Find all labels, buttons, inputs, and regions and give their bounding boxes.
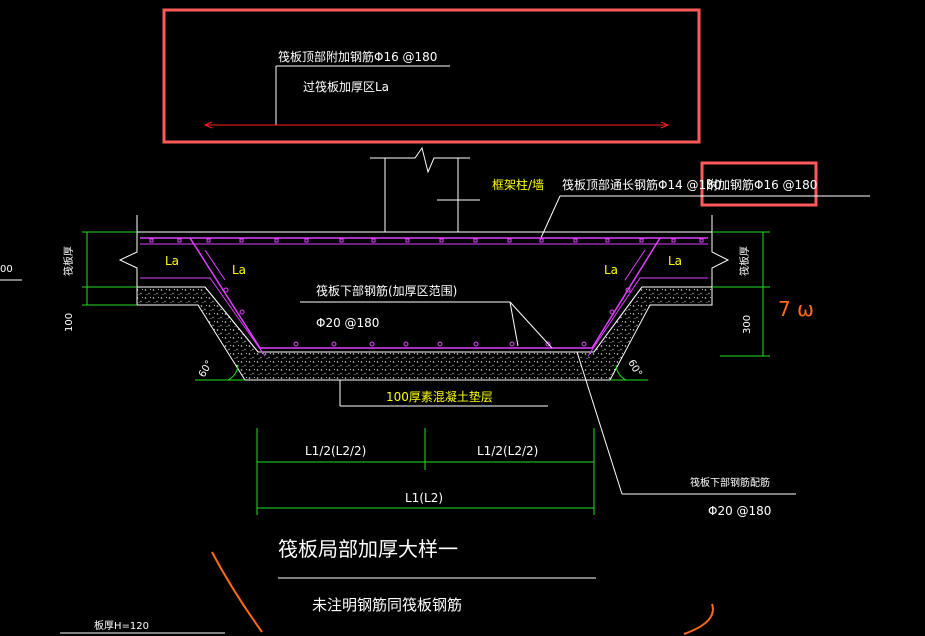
leader-line bbox=[539, 195, 561, 241]
la-label: La bbox=[604, 263, 618, 277]
bottom-rebar-spec-label: Φ20 @180 bbox=[316, 316, 379, 330]
leader-line bbox=[509, 301, 553, 349]
top-through-rebar-label: 筏板顶部通长钢筋Φ14 @180 bbox=[562, 177, 721, 192]
leader-line bbox=[509, 301, 519, 347]
dim-300-label: 300 bbox=[742, 315, 753, 334]
additional-rebar-label: 附加钢筋Φ16 @180 bbox=[706, 177, 817, 192]
raft-thickness-left-label: 筏板厚 bbox=[62, 246, 75, 276]
bottom-rebar-slab-right bbox=[587, 277, 708, 357]
angle-arc-right bbox=[615, 364, 627, 381]
angle-left-label: 60° bbox=[197, 359, 215, 380]
break-left bbox=[118, 232, 138, 287]
break-right bbox=[711, 232, 730, 287]
arrow-right bbox=[660, 121, 670, 129]
dim-100-label: 100 bbox=[64, 313, 75, 332]
angle-arc-left bbox=[227, 364, 239, 381]
dim-left-edge-label: 00 bbox=[0, 264, 13, 275]
rebar-dots-bottom bbox=[223, 287, 631, 347]
cushion-label: 100厚素混凝土垫层 bbox=[386, 389, 493, 404]
highlight-box-additional bbox=[700, 161, 818, 207]
freehand-stroke bbox=[683, 603, 714, 635]
detail-title: 筏板局部加厚大样一 bbox=[278, 537, 458, 561]
detail-note: 未注明钢筋同筏板钢筋 bbox=[312, 596, 462, 614]
break-symbol bbox=[370, 146, 470, 174]
bottom-rebar-config-spec-label: Φ20 @180 bbox=[708, 504, 771, 518]
slab-thickness-label: 板厚H=120 bbox=[94, 619, 149, 632]
frame-column-wall-label: 框架柱/墙 bbox=[492, 177, 544, 192]
top-additional-rebar-label: 筏板顶部附加钢筋Φ16 @180 bbox=[278, 49, 437, 64]
angle-right-label: 60° bbox=[625, 358, 643, 379]
la-label: La bbox=[232, 263, 246, 277]
la-bend-right bbox=[624, 249, 646, 281]
raft-thickness-right-label: 筏板厚 bbox=[738, 246, 751, 276]
la-label: La bbox=[668, 254, 682, 268]
leader-line bbox=[576, 351, 623, 495]
half-span-right-label: L1/2(L2/2) bbox=[477, 444, 538, 458]
highlight-box-top bbox=[162, 8, 701, 144]
bottom-rebar-thick bbox=[189, 237, 661, 349]
bottom-rebar-config-label: 筏板下部钢筋配筋 bbox=[690, 476, 770, 489]
la-label: La bbox=[165, 254, 179, 268]
bottom-rebar-slab-left bbox=[140, 277, 266, 357]
full-span-label: L1(L2) bbox=[405, 491, 443, 505]
concrete-cushion bbox=[136, 286, 713, 381]
half-span-left-label: L1/2(L2/2) bbox=[305, 444, 366, 458]
handwritten-annotation: 7 ω bbox=[778, 297, 814, 321]
rebar-dots-top bbox=[149, 238, 704, 243]
arrow-left bbox=[203, 121, 213, 129]
freehand-stroke bbox=[211, 551, 263, 633]
bottom-rebar-thick-label: 筏板下部钢筋(加厚区范围) bbox=[316, 283, 457, 298]
over-thick-zone-label: 过筏板加厚区La bbox=[303, 80, 389, 94]
la-bend-left bbox=[204, 249, 226, 281]
